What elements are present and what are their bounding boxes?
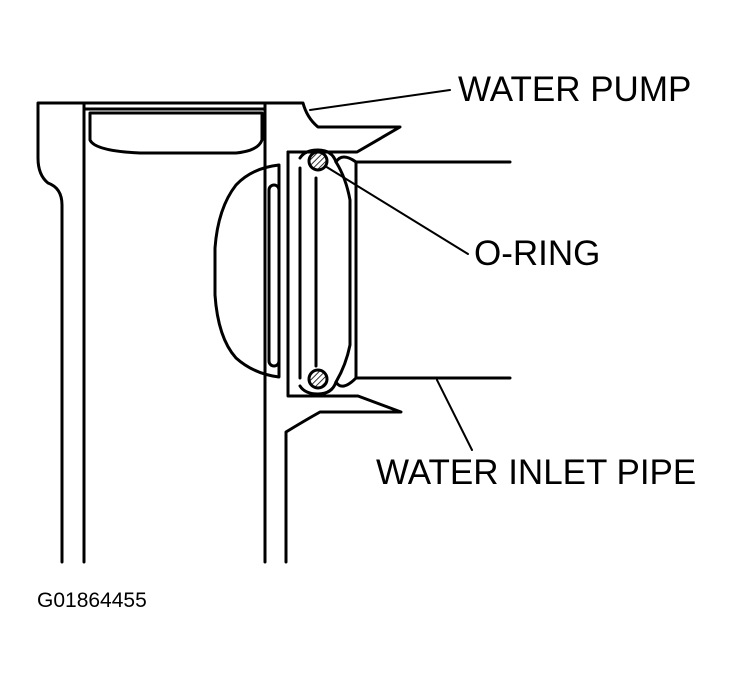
leader-water-pump	[309, 89, 451, 111]
leader-water-inlet-pipe	[436, 379, 473, 451]
pump-top-recess	[88, 111, 264, 155]
label-water-pump: WATER PUMP	[458, 70, 692, 109]
pump-upper-flange	[263, 101, 402, 170]
pump-housing-left-wall	[36, 101, 267, 564]
leader-o-ring	[324, 165, 469, 255]
pipe-bead-bottom	[298, 376, 512, 396]
figure-id: G01864455	[37, 589, 147, 612]
label-o-ring: O-RING	[474, 234, 601, 273]
label-water-inlet-pipe: WATER INLET PIPE	[376, 453, 697, 492]
pump-outlet-bulge	[213, 163, 281, 379]
pump-lower-flange	[284, 383, 403, 564]
oring-bottom	[307, 368, 329, 390]
pump-outlet-slot	[267, 183, 281, 368]
pipe-bead-top	[298, 148, 512, 164]
oring-top	[307, 150, 329, 172]
pipe-flare-upper	[334, 160, 352, 384]
